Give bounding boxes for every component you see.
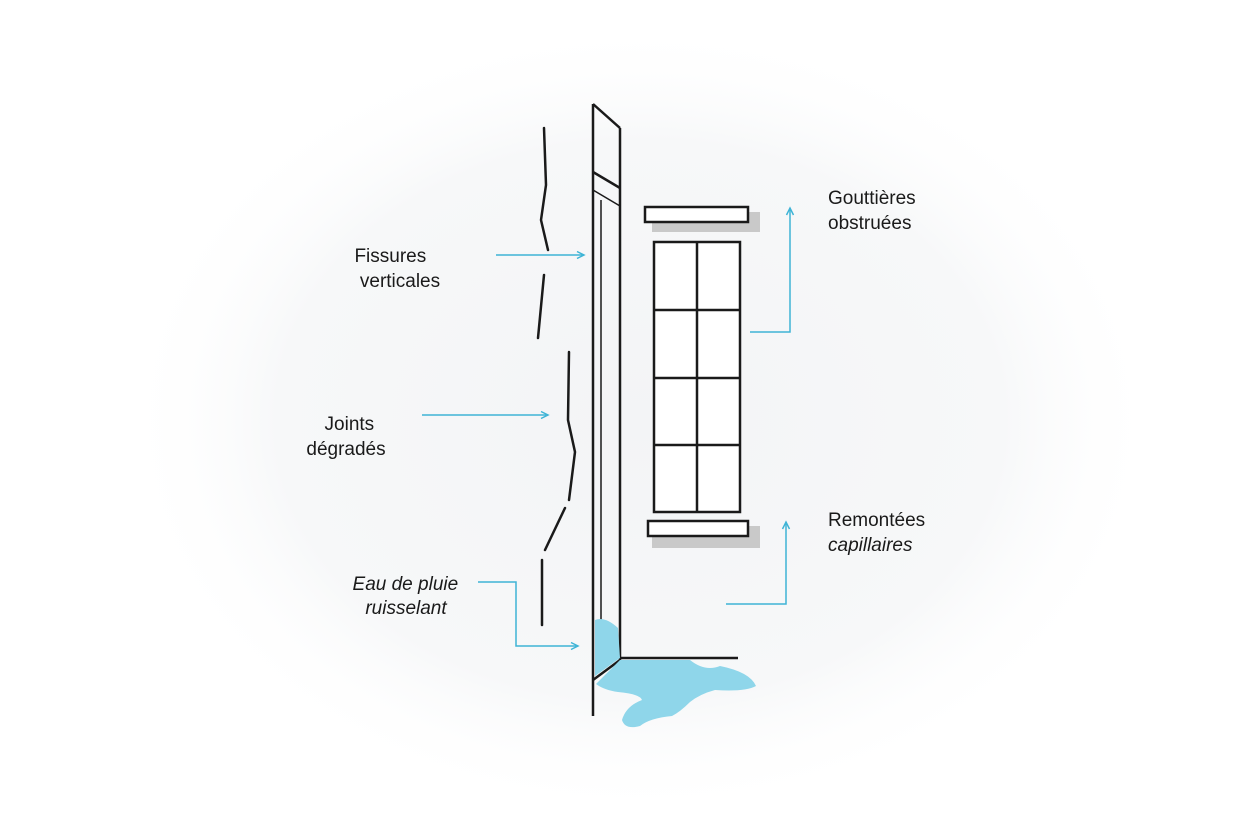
window-sill xyxy=(646,519,750,538)
wall xyxy=(591,103,622,716)
label-rain: Eau de pluie ruisselant xyxy=(353,574,464,619)
puddle xyxy=(596,660,756,728)
label-fissures-line1: Fissures xyxy=(354,246,426,267)
label-gutters-line2: obstruées xyxy=(828,213,911,234)
water-at-wall-base xyxy=(595,619,620,676)
label-gutters: Gouttières obstruées xyxy=(828,188,921,234)
window xyxy=(652,240,742,514)
label-joints-line1: Joints xyxy=(325,414,375,435)
label-gutters-line1: Gouttières xyxy=(828,188,916,209)
label-capillary-line2: capillaires xyxy=(828,535,913,556)
label-fissures: Fissures verticales xyxy=(354,246,440,292)
crack-upper xyxy=(539,126,550,252)
gutter-top xyxy=(643,205,750,224)
crack-joints xyxy=(566,350,577,502)
callout-arrows xyxy=(422,206,795,651)
label-joints: Joints dégradés xyxy=(306,414,385,460)
arrow-rain xyxy=(478,581,580,651)
label-capillary: Remontées capillaires xyxy=(828,510,930,556)
label-fissures-line2: verticales xyxy=(360,271,440,292)
label-joints-line2: dégradés xyxy=(306,439,385,460)
arrow-capillary xyxy=(726,520,791,605)
crack-upper-b xyxy=(536,273,546,340)
crack-lower xyxy=(543,506,567,552)
background-halo xyxy=(120,20,1160,820)
label-capillary-line1: Remontées xyxy=(828,510,925,531)
label-rain-line1: Eau de pluie xyxy=(353,574,459,595)
label-rain-line2: ruisselant xyxy=(365,598,447,619)
arrow-gutters xyxy=(750,206,795,333)
vertical-cracks xyxy=(536,126,577,627)
